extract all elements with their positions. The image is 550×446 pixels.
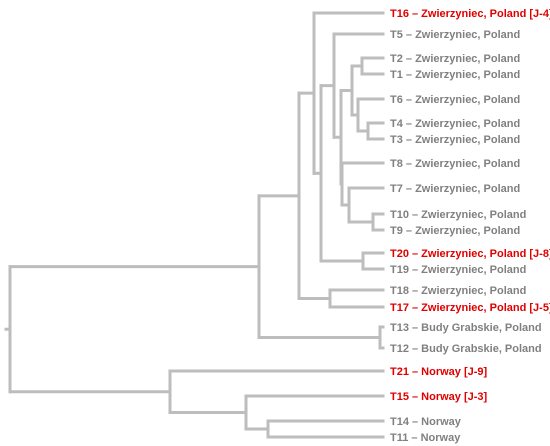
leaf-label-t6: T6 – Zwierzyniec, Poland <box>390 94 520 106</box>
leaf-label-t10: T10 – Zwierzyniec, Poland <box>390 209 526 221</box>
leaf-label-t5: T5 – Zwierzyniec, Poland <box>390 29 520 41</box>
dendrogram-branches <box>4 11 385 439</box>
leaf-label-t9: T9 – Zwierzyniec, Poland <box>390 225 520 237</box>
leaf-label-t3: T3 – Zwierzyniec, Poland <box>390 134 520 146</box>
leaf-label-t4: T4 – Zwierzyniec, Poland <box>390 118 520 130</box>
leaf-label-t15: T15 – Norway [J-3] <box>390 391 488 403</box>
leaf-label-t16: T16 – Zwierzyniec, Poland [J-4] <box>390 8 550 20</box>
leaf-label-t13: T13 – Budy Grabskie, Poland <box>390 322 542 334</box>
leaf-label-t2: T2 – Zwierzyniec, Poland <box>390 53 520 65</box>
dendrogram-leaf-labels: T16 – Zwierzyniec, Poland [J-4] T5 – Zwie… <box>390 8 550 444</box>
leaf-label-t18: T18 – Zwierzyniec, Poland <box>390 285 526 297</box>
leaf-label-t12: T12 – Budy Grabskie, Poland <box>390 343 542 355</box>
leaf-label-t17: T17 – Zwierzyniec, Poland [J-5] <box>390 302 550 314</box>
leaf-label-t21: T21 – Norway [J-9] <box>390 366 488 378</box>
leaf-label-t11: T11 – Norway <box>390 432 461 444</box>
leaf-label-t1: T1 – Zwierzyniec, Poland <box>390 69 520 81</box>
leaf-label-t20: T20 – Zwierzyniec, Poland [J-8] <box>390 248 550 260</box>
leaf-label-t8: T8 – Zwierzyniec, Poland <box>390 158 520 170</box>
leaf-label-t14: T14 – Norway <box>390 416 462 428</box>
leaf-label-t19: T19 – Zwierzyniec, Poland <box>390 264 526 276</box>
leaf-label-t7: T7 – Zwierzyniec, Poland <box>390 183 520 195</box>
